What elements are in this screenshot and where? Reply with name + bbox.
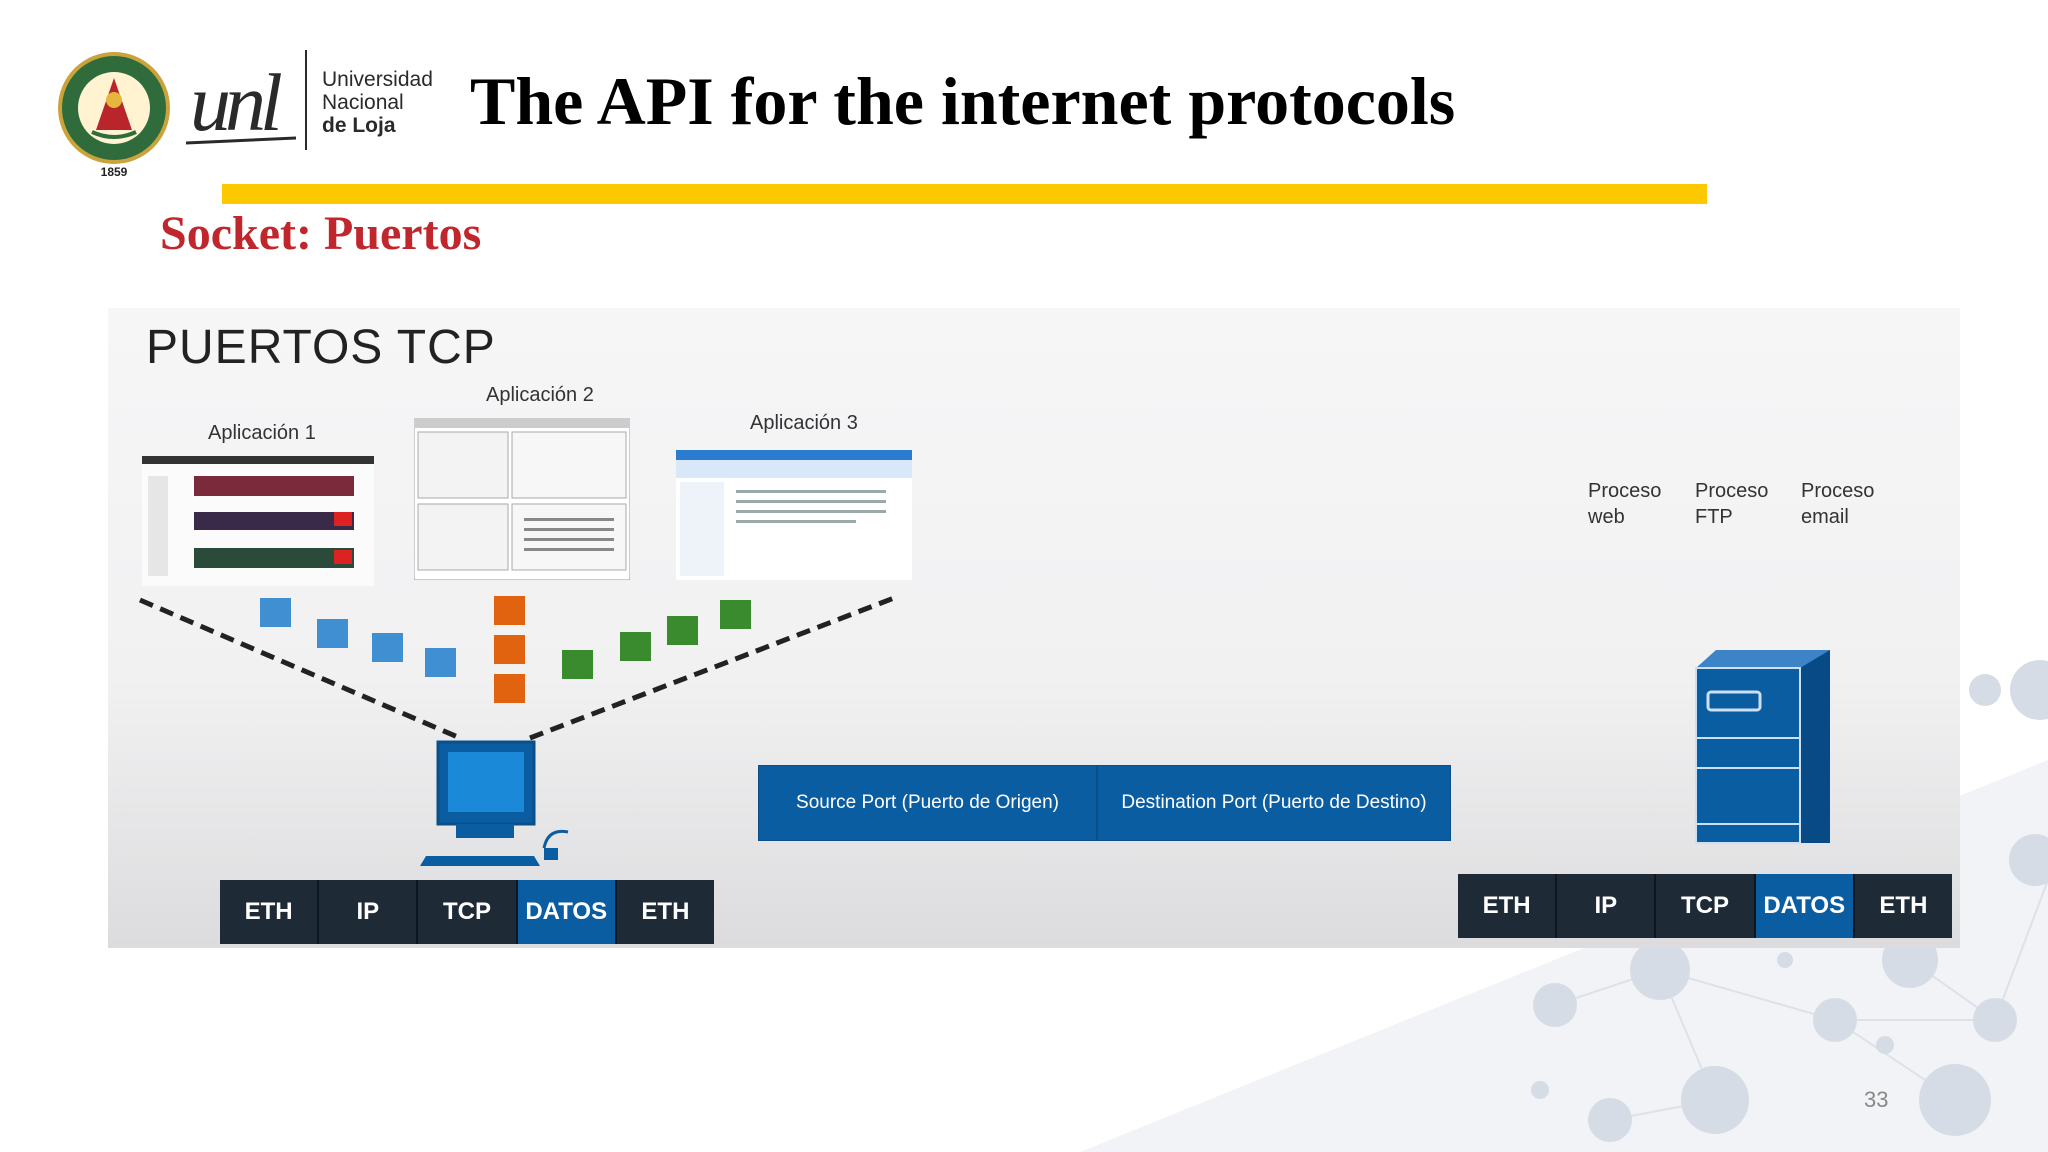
green-square xyxy=(667,616,698,645)
blue-square xyxy=(317,619,348,648)
destination-port-box: Destination Port (Puerto de Destino) xyxy=(1097,765,1451,841)
green-square xyxy=(620,632,651,661)
page-number: 33 xyxy=(1864,1087,1889,1112)
packet-field-eth: ETH xyxy=(1458,874,1558,938)
packet-field-eth-trailer: ETH xyxy=(1854,874,1953,938)
unl-wordmark: unl xyxy=(190,57,281,148)
university-name-line-1: Universidad xyxy=(322,68,433,91)
blue-square xyxy=(260,598,291,627)
unl-wordmark-logo: unl Universidad Nacional de Loja xyxy=(186,50,433,150)
app-label-3: Aplicación 3 xyxy=(750,412,858,434)
app-3-screenshot-thumbnail xyxy=(676,450,912,580)
packet-field-datos: DATOS xyxy=(517,880,617,944)
university-name-line-2: Nacional xyxy=(322,91,404,114)
orange-square xyxy=(494,635,525,664)
packet-field-ip: IP xyxy=(319,880,419,944)
app-1-screenshot-thumbnail xyxy=(142,456,374,586)
blue-square xyxy=(425,648,456,677)
source-port-box: Source Port (Puerto de Origen) xyxy=(758,765,1097,841)
packet-field-eth: ETH xyxy=(220,880,320,944)
video-heading: PUERTOS TCP xyxy=(146,321,496,374)
dashed-line-left xyxy=(139,597,461,741)
packet-left: ETH IP TCP DATOS ETH xyxy=(220,880,715,944)
process-label-ftp: Proceso FTP xyxy=(1695,480,1769,528)
title-underline-bar xyxy=(222,184,1707,204)
app-label-2: Aplicación 2 xyxy=(486,384,594,406)
packet-field-ip: IP xyxy=(1557,874,1657,938)
packet-field-tcp: TCP xyxy=(1656,874,1756,938)
embedded-video-frame: PUERTOS TCP Aplicación 1 Aplicación 2 Ap… xyxy=(108,308,1960,948)
university-seal-logo: 1859 xyxy=(58,52,170,179)
app-label-1: Aplicación 1 xyxy=(208,422,316,444)
seal-year: 1859 xyxy=(101,165,128,179)
server-icon xyxy=(1695,650,1830,844)
app-2-screenshot-thumbnail xyxy=(414,418,630,580)
slide-title: The API for the internet protocols xyxy=(470,63,1456,139)
green-square xyxy=(720,600,751,629)
process-label-web: Proceso web xyxy=(1588,480,1662,528)
blue-square xyxy=(372,633,403,662)
green-square xyxy=(562,650,593,679)
orange-square xyxy=(494,674,525,703)
orange-square xyxy=(494,596,525,625)
packet-field-tcp: TCP xyxy=(418,880,518,944)
packet-field-eth-trailer: ETH xyxy=(616,880,715,944)
process-label-email: Proceso email xyxy=(1801,480,1875,528)
slide-subtitle: Socket: Puertos xyxy=(160,207,482,260)
packet-right: ETH IP TCP DATOS ETH xyxy=(1458,874,1953,938)
packet-field-datos: DATOS xyxy=(1755,874,1855,938)
university-name-line-3: de Loja xyxy=(322,114,396,137)
computer-icon xyxy=(420,740,569,866)
data-flow-diagram xyxy=(139,595,1830,866)
